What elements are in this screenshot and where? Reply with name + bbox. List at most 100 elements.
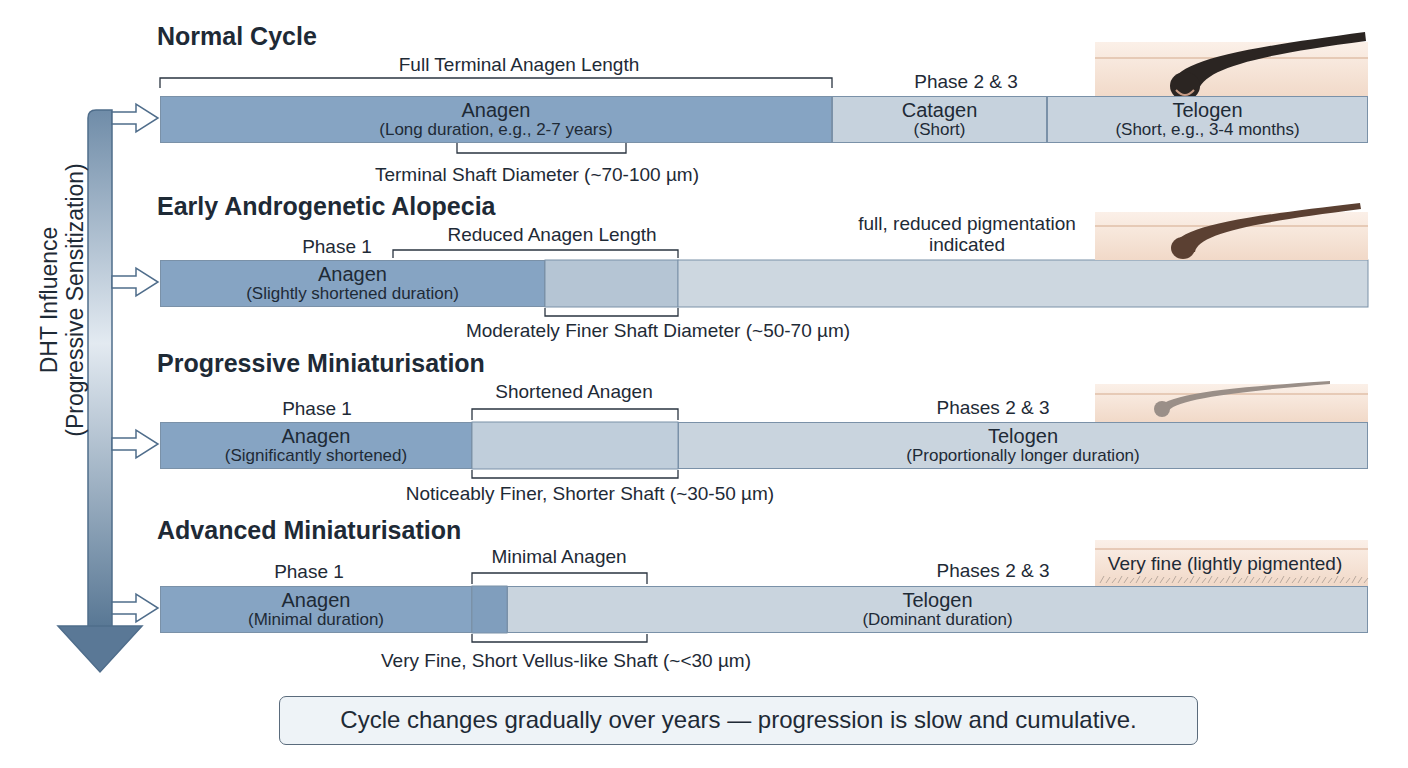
cycle-phase-bar: Anagen(Long duration, e.g., 2-7 years) — [160, 96, 832, 143]
phase-name: Telogen — [1172, 99, 1242, 121]
vellus-hair — [1190, 576, 1194, 583]
dht-arrow — [58, 104, 158, 672]
hair-illustration — [1095, 32, 1368, 100]
vellus-hair — [1112, 578, 1116, 583]
annotation: Full Terminal Anagen Length — [399, 55, 639, 76]
phase-name: Anagen — [282, 589, 351, 611]
vellus-hair — [1352, 576, 1356, 583]
hair-illustration — [1095, 381, 1368, 422]
annotation: Phase 1 — [302, 237, 372, 258]
vellus-hair — [1202, 578, 1206, 583]
phase-duration: (Dominant duration) — [862, 611, 1012, 630]
phase-duration: (Short) — [914, 121, 966, 140]
annotation: Terminal Shaft Diameter (~70-100 µm) — [375, 165, 699, 186]
vellus-hair — [1124, 577, 1128, 583]
branch-arrow — [112, 594, 158, 622]
phase-name: Anagen — [318, 263, 387, 285]
bar-segment — [472, 422, 678, 469]
vellus-hair — [1100, 576, 1104, 583]
phase-duration: (Significantly shortened) — [225, 447, 407, 466]
vellus-hair — [1274, 578, 1278, 583]
vellus-hair — [1334, 576, 1338, 583]
vellus-hair — [1322, 577, 1326, 583]
branch-arrow — [112, 430, 158, 458]
hair-illustration — [1095, 540, 1368, 586]
vellus-hair — [1256, 578, 1260, 583]
annotation: Phase 2 & 3 — [914, 72, 1018, 93]
vellus-hair — [1310, 578, 1314, 583]
vellus-hair — [1148, 578, 1152, 583]
vellus-hair — [1220, 578, 1224, 583]
phase-name: Anagen — [462, 99, 531, 121]
vellus-hair — [1130, 578, 1134, 583]
cycle-phase-bar: Anagen(Minimal duration) — [160, 586, 472, 633]
bracket — [457, 143, 626, 153]
vellus-hair — [1340, 577, 1344, 583]
vellus-hair — [1172, 576, 1176, 583]
vellus-hair — [1178, 577, 1182, 583]
branch-arrow — [112, 104, 158, 132]
vellus-hair — [1298, 576, 1302, 583]
phase-name: Anagen — [282, 425, 351, 447]
cycle-phase-bar: Telogen(Dominant duration) — [507, 586, 1368, 633]
skin — [1095, 42, 1368, 98]
vellus-hair — [1226, 576, 1230, 583]
axis-label: DHT Influence — [37, 227, 62, 374]
cycle-phase-bar: Telogen(Short, e.g., 3-4 months) — [1047, 96, 1368, 143]
bracket — [160, 78, 832, 88]
vellus-hair — [1136, 576, 1140, 583]
skin — [1095, 540, 1368, 586]
cycle-phase-bar: Catagen(Short) — [832, 96, 1047, 143]
vellus-hair — [1214, 577, 1218, 583]
vellus-hair — [1316, 576, 1320, 583]
bar-segment — [545, 260, 678, 307]
annotation: Phase 1 — [274, 562, 344, 583]
skin — [1095, 212, 1368, 260]
phase-duration: (Proportionally longer duration) — [906, 447, 1139, 466]
annotation: Phases 2 & 3 — [936, 398, 1049, 419]
arrow-shaft — [88, 110, 112, 628]
arrow-head — [58, 626, 142, 672]
vellus-hair — [1184, 578, 1188, 583]
vellus-hair — [1328, 578, 1332, 583]
annotation: Moderately Finer Shaft Diameter (~50-70 … — [466, 321, 850, 342]
vellus-hair — [1118, 576, 1122, 583]
vellus-hair — [1358, 577, 1362, 583]
bracket — [472, 470, 678, 478]
vellus-hair — [1154, 576, 1158, 583]
vellus-hair — [1166, 578, 1170, 583]
vellus-hair — [1208, 576, 1212, 583]
annotation: Very fine (lightly pigmented) — [1108, 554, 1342, 575]
annotation: Very Fine, Short Vellus-like Shaft (~<30… — [381, 651, 751, 672]
vellus-hair — [1292, 578, 1296, 583]
vellus-hair — [1244, 576, 1248, 583]
bracket — [393, 250, 678, 258]
annotation: Phases 2 & 3 — [936, 561, 1049, 582]
vellus-hair — [1286, 577, 1290, 583]
annotation: Minimal Anagen — [491, 547, 626, 568]
vellus-hair — [1346, 578, 1350, 583]
phase-duration: (Minimal duration) — [248, 611, 384, 630]
vellus-hair — [1196, 577, 1200, 583]
caption-box: Cycle changes gradually over years — pro… — [279, 696, 1198, 745]
hair-illustration — [1095, 203, 1368, 260]
annotation: Shortened Anagen — [495, 382, 652, 403]
cycle-phase-bar: Anagen(Slightly shortened duration) — [160, 260, 545, 307]
branch-arrow — [112, 268, 158, 296]
annotation: Noticeably Finer, Shorter Shaft (~30-50 … — [406, 484, 774, 505]
vellus-hair — [1304, 577, 1308, 583]
vellus-hair — [1160, 577, 1164, 583]
vellus-hair — [1250, 577, 1254, 583]
vellus-hair — [1106, 577, 1110, 583]
row-heading: Advanced Miniaturisation — [157, 517, 461, 545]
vellus-hair — [1142, 577, 1146, 583]
phase-duration: (Short, e.g., 3-4 months) — [1115, 121, 1299, 140]
axis-label: (Progressive Sensitization) — [63, 163, 88, 437]
annotation: full, reduced pigmentation indicated — [837, 214, 1097, 256]
cycle-phase-bar: Anagen(Significantly shortened) — [160, 422, 472, 469]
row-heading: Progressive Miniaturisation — [157, 350, 485, 378]
annotation: Phase 1 — [282, 399, 352, 420]
vellus-hair — [1280, 576, 1284, 583]
vellus-hair — [1268, 577, 1272, 583]
caption: Cycle changes gradually over years — pro… — [340, 707, 1136, 733]
